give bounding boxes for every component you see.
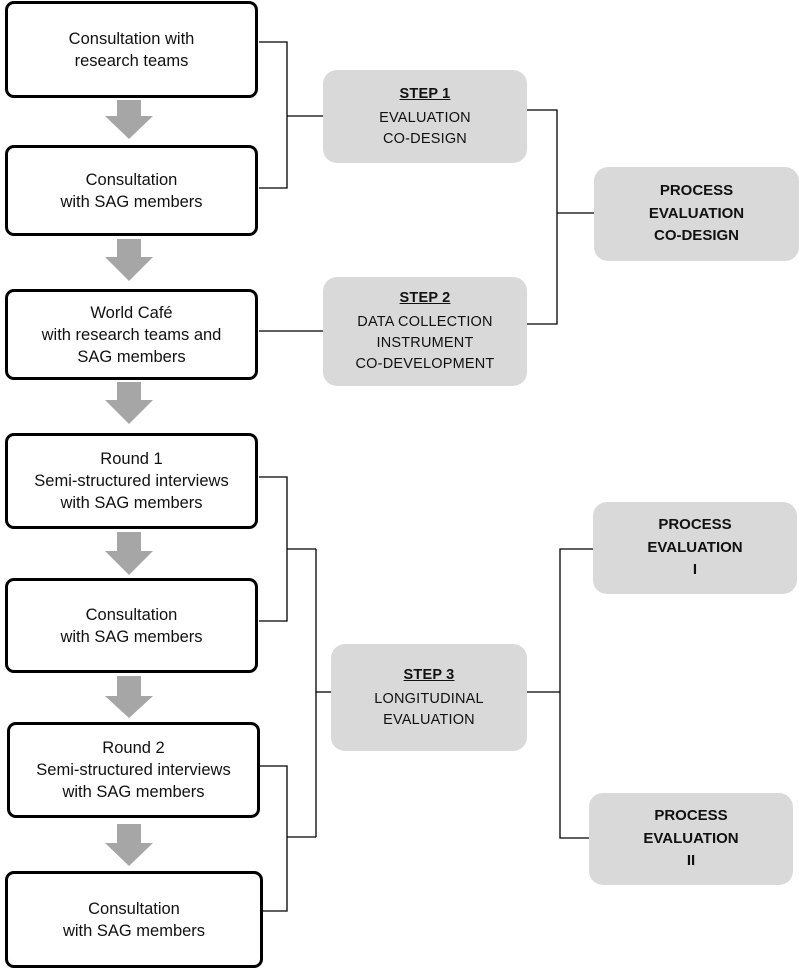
step-2-box: STEP 2 DATA COLLECTION INSTRUMENT CO-DEV… [323,277,527,386]
activity-line: with SAG members [60,192,203,211]
activity-box-consultation-research-teams: Consultation with research teams [5,1,258,98]
step-line: CO-DEVELOPMENT [355,356,495,372]
arrow-down-4 [105,532,153,575]
activity-line: World Café [90,303,173,322]
bracket-b4-b5 [259,476,288,622]
activity-box-consultation-sag-2: Consultation with SAG members [5,578,258,673]
bracket-b6-b7 [259,765,288,912]
activity-line: Consultation [85,605,178,624]
activity-line: SAG members [77,347,186,366]
arrow-down-1 [105,100,153,139]
process-evaluation-co-design-box: PROCESS EVALUATION CO-DESIGN [594,167,799,261]
activity-box-world-cafe: World Café with research teams and SAG m… [5,289,258,380]
arrow-down-2 [105,239,153,281]
process-evaluation-i-box: PROCESS EVALUATION I [593,502,797,594]
step-title: STEP 3 [403,666,455,683]
activity-box-consultation-sag-1: Consultation with SAG members [5,145,258,236]
activity-line: Consultation [88,899,180,918]
process-line: PROCESS [659,182,734,200]
activity-line: with SAG members [60,627,203,646]
process-evaluation-ii-box: PROCESS EVALUATION II [589,793,793,885]
process-line: EVALUATION [643,829,739,847]
activity-line: with SAG members [62,783,205,801]
step-title: STEP 2 [399,290,451,306]
activity-line: Round 2 [102,739,165,757]
process-line: EVALUATION [647,538,743,556]
activity-box-round-1: Round 1 Semi-structured interviews with … [5,433,258,529]
step-line: INSTRUMENT [376,335,474,351]
activity-line: Round 1 [100,450,163,468]
arrow-down-3 [105,382,153,424]
step-1-box: STEP 1 EVALUATION CO-DESIGN [323,70,527,163]
step-line: DATA COLLECTION [357,314,493,330]
arrow-down-5 [105,676,153,718]
process-line: I [692,561,698,579]
activity-line: Consultation [85,170,178,189]
bracket-pe2-pe3 [559,548,593,839]
activity-line: Consultation with [68,29,195,48]
process-line: EVALUATION [648,204,745,222]
activity-line: research teams [74,51,189,70]
activity-box-round-2: Round 2 Semi-structured interviews with … [7,722,260,818]
step-line: LONGITUDINAL [374,690,484,707]
activity-line: with SAG members [62,921,206,940]
step-line: EVALUATION [379,109,471,126]
activity-line: with research teams and [41,325,222,344]
step-3-box: STEP 3 LONGITUDINAL EVALUATION [331,644,527,751]
step-line: EVALUATION [383,711,475,728]
bracket-step1-step2 [527,109,558,325]
process-line: CO-DESIGN [653,227,739,245]
activity-line: Semi-structured interviews [34,472,229,490]
activity-line: Semi-structured interviews [36,761,231,779]
step-title: STEP 1 [399,85,451,102]
bracket-b1-b2 [259,41,288,189]
step-line: CO-DESIGN [383,130,467,147]
activity-line: with SAG members [60,494,203,512]
process-line: PROCESS [658,516,732,534]
process-line: PROCESS [654,807,728,825]
process-line: II [686,852,696,870]
activity-box-consultation-sag-3: Consultation with SAG members [5,871,263,968]
arrow-down-6 [105,824,153,866]
